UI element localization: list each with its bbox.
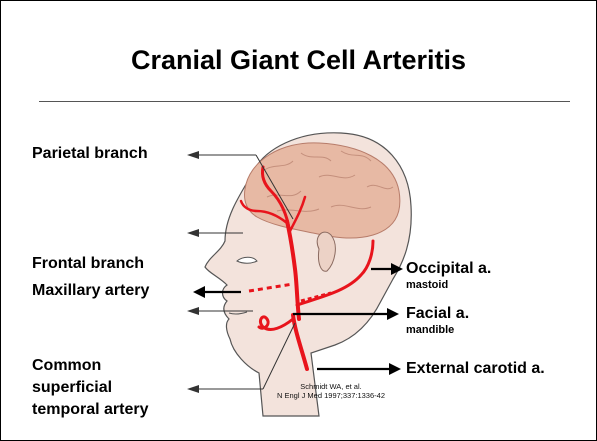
citation-line-1: Schmidt WA, et al. — [251, 382, 411, 391]
label-facial: Facial a. — [406, 305, 469, 323]
label-occipital: Occipital a. — [406, 260, 491, 278]
label-frontal-branch: Frontal branch — [32, 255, 144, 273]
label-common-2: superficial — [32, 379, 112, 397]
label-common-1: Common — [32, 357, 101, 375]
label-mandible: mandible — [406, 324, 454, 336]
citation-line-2: N Engl J Med 1997;337:1336-42 — [251, 391, 411, 400]
label-mastoid: mastoid — [406, 279, 448, 291]
label-maxillary-artery: Maxillary artery — [32, 282, 149, 300]
label-external-carotid: External carotid a. — [406, 360, 545, 378]
label-parietal-branch: Parietal branch — [32, 145, 148, 163]
citation: Schmidt WA, et al. N Engl J Med 1997;337… — [251, 382, 411, 400]
label-common-3: temporal artery — [32, 401, 149, 419]
left-arrowheads — [187, 151, 199, 393]
